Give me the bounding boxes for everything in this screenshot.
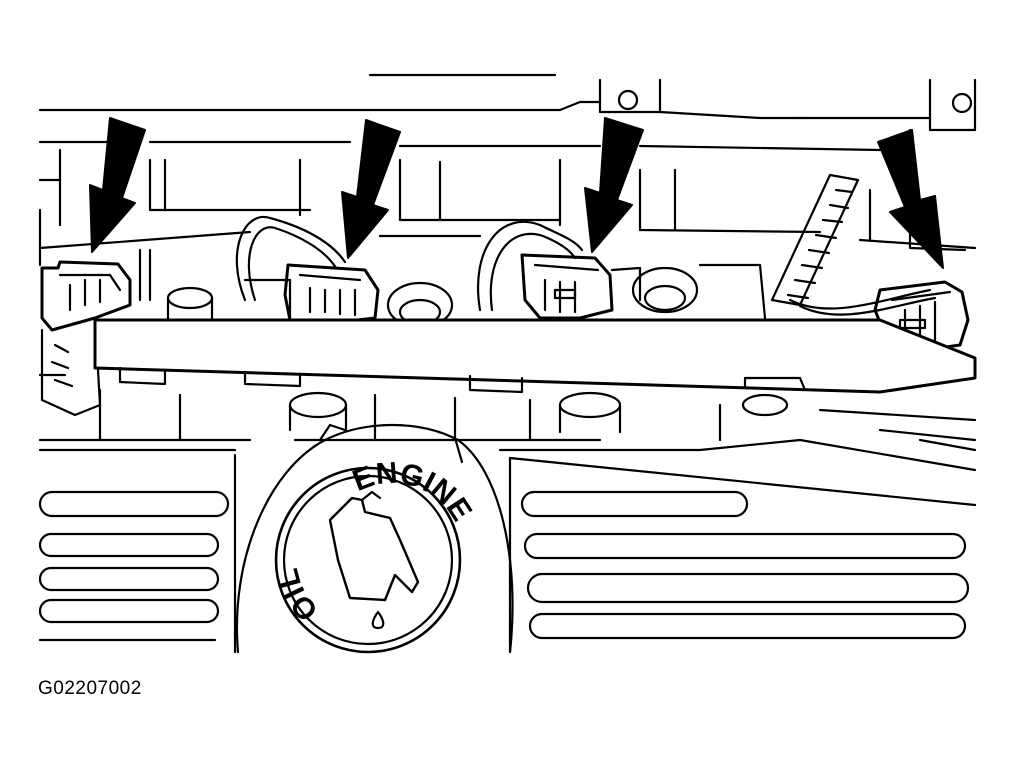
cap-word-oil: OIL <box>271 565 324 627</box>
wire-harness-conduit <box>770 173 937 316</box>
injector-connector-4 <box>873 280 970 352</box>
arrow-connector-2 <box>341 119 401 259</box>
valve-cover-top-edge <box>38 373 977 507</box>
left-hose <box>40 328 102 417</box>
cap-word-engine: ENGINE <box>348 457 478 527</box>
valve-cover-ribs-right <box>508 456 970 654</box>
callout-arrows <box>89 117 944 269</box>
oil-filler-cap <box>235 423 514 654</box>
fuel-injectors <box>138 248 789 434</box>
arrow-connector-4 <box>877 129 944 269</box>
connector-wires <box>235 215 584 312</box>
fuel-rail <box>93 318 977 394</box>
valve-cover-ribs-left <box>38 453 237 654</box>
injector-connector-1 <box>40 260 132 332</box>
upper-engine-structure <box>38 73 977 267</box>
arrow-connector-3 <box>584 117 644 253</box>
injector-connector-3 <box>520 253 642 320</box>
injector-connector-2 <box>243 263 380 324</box>
oil-can-icon <box>328 496 420 602</box>
cap-lettering: ENGINE OIL <box>271 457 478 628</box>
arrow-connector-1 <box>89 117 146 253</box>
figure-id-label: G02207002 <box>38 678 142 699</box>
